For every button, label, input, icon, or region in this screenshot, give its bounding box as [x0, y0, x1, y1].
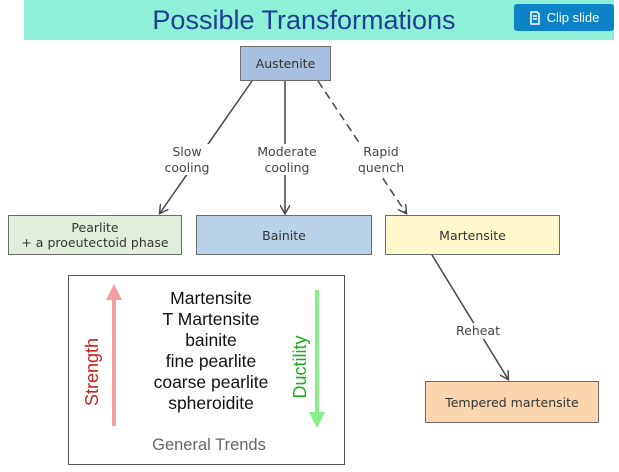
trend-item: Martensite — [170, 288, 252, 308]
pearlite-sublabel: + a proeutectoid phase — [21, 235, 169, 250]
edge-label-line: cooling — [264, 159, 310, 175]
trend-item: fine pearlite — [165, 351, 257, 371]
strength-label: Strength — [82, 337, 102, 407]
strength-arrow-icon — [106, 284, 122, 426]
edge-label-reheat: Reheat — [452, 323, 504, 339]
trend-item: bainite — [185, 330, 237, 350]
clip-slide-label: Clip slide — [546, 10, 600, 25]
edge-label-line: Rapid — [363, 144, 399, 159]
ductility-arrow-icon — [309, 290, 325, 428]
austenite-box: Austenite — [240, 46, 331, 81]
edge-label-rapid-quench: Rapid quench — [352, 144, 410, 176]
general-trends-panel: Strength Ductility Martensite T Martensi… — [68, 275, 345, 465]
tempered-martensite-label: Tempered martensite — [445, 394, 579, 410]
edge-label-moderate-cooling: Moderate cooling — [252, 144, 322, 176]
trend-item: T Martensite — [162, 309, 260, 329]
tempered-martensite-box: Tempered martensite — [425, 381, 599, 423]
edge-label-line: Moderate — [257, 144, 317, 159]
clip-icon — [529, 10, 541, 25]
trend-list: Martensite T Martensite bainite fine pea… — [121, 288, 301, 414]
trends-caption: General Trends — [152, 436, 266, 454]
edge-label-line: Slow — [172, 144, 202, 159]
clip-slide-button[interactable]: Clip slide — [514, 4, 614, 31]
austenite-label: Austenite — [255, 56, 316, 71]
bainite-box: Bainite — [196, 215, 372, 255]
trend-item: spheroidite — [168, 393, 254, 413]
trend-item: coarse pearlite — [153, 372, 269, 392]
pearlite-label: Pearlite — [71, 220, 119, 235]
bainite-label: Bainite — [262, 227, 306, 243]
edge-label-line: cooling — [164, 159, 210, 175]
pearlite-box: Pearlite + a proeutectoid phase — [8, 215, 182, 255]
martensite-label: Martensite — [439, 227, 506, 243]
martensite-box: Martensite — [385, 215, 560, 255]
trend-arrows — [106, 284, 325, 428]
page-title: Possible Transformations — [152, 5, 456, 35]
edge-label-line: quench — [357, 159, 405, 175]
arrow-reheat — [431, 254, 508, 379]
edge-label-slow-cooling: Slow cooling — [160, 144, 214, 176]
